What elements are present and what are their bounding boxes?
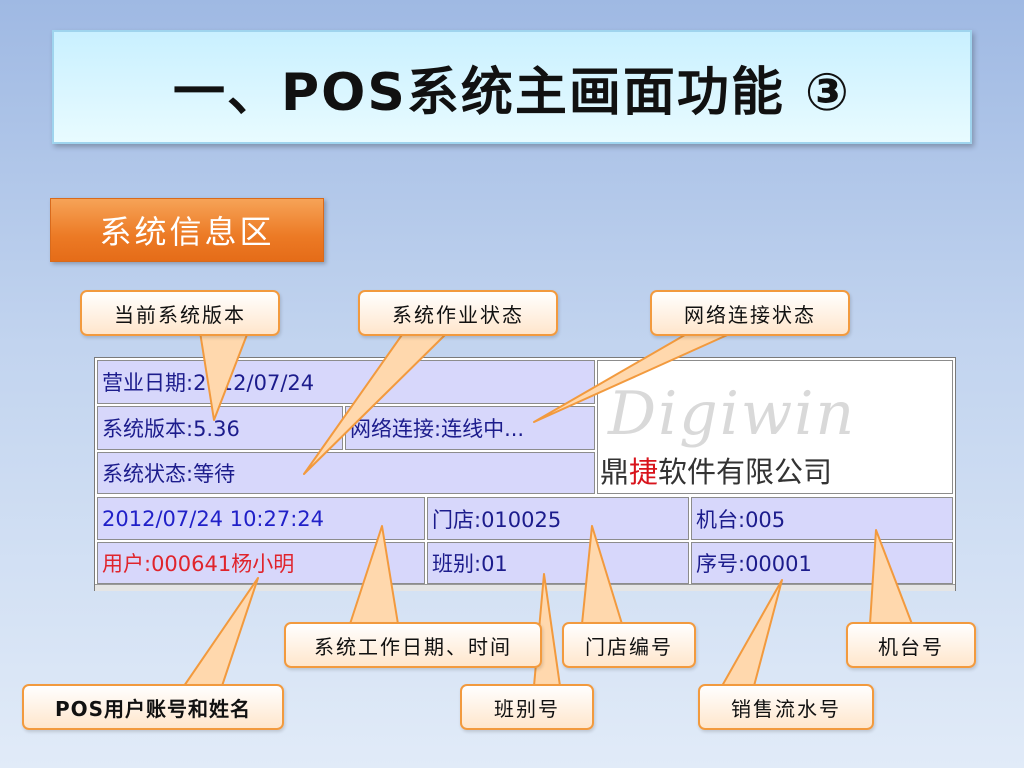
- title-banner: 一、POS系统主画面功能 ③: [52, 30, 972, 144]
- callout-status: 系统作业状态: [358, 290, 558, 336]
- slide-title: 一、POS系统主画面功能 ③: [173, 62, 851, 123]
- user-cell: 用户:000641杨小明: [97, 542, 425, 584]
- version-cell: 系统版本:5.36: [97, 406, 343, 450]
- status-cell: 系统状态:等待: [97, 452, 595, 494]
- section-label-text: 系统信息区: [99, 213, 275, 251]
- callout-terminal: 机台号: [846, 622, 976, 668]
- company-name-suffix: 软件有限公司: [658, 455, 833, 489]
- callout-shift: 班别号: [460, 684, 594, 730]
- company-logo: Digiwin 鼎捷软件有限公司: [597, 360, 953, 494]
- company-name-highlight: 捷: [629, 455, 659, 489]
- callout-network: 网络连接状态: [650, 290, 850, 336]
- callout-version: 当前系统版本: [80, 290, 280, 336]
- callout-store: 门店编号: [562, 622, 696, 668]
- callout-serial: 销售流水号: [698, 684, 874, 730]
- company-name: 鼎捷软件有限公司: [600, 449, 832, 491]
- pos-info-panel: 营业日期:2012/07/24 系统版本:5.36 网络连接:连线中... 系统…: [94, 357, 956, 591]
- callout-user: POS用户账号和姓名: [22, 684, 284, 730]
- pointer-serial: [721, 579, 783, 687]
- company-name-prefix: 鼎: [600, 455, 630, 489]
- section-label: 系统信息区: [50, 198, 324, 262]
- terminal-cell: 机台:005: [691, 497, 953, 540]
- pointer-user: [183, 577, 259, 687]
- panel-scroll-edge: [95, 584, 955, 591]
- network-cell: 网络连接:连线中...: [345, 406, 595, 450]
- logo-script: Digiwin: [608, 379, 857, 449]
- shift-cell: 班别:01: [427, 542, 689, 584]
- store-cell: 门店:010025: [427, 497, 689, 540]
- serial-cell: 序号:00001: [691, 542, 953, 584]
- business-date-cell: 营业日期:2012/07/24: [97, 360, 595, 404]
- callout-datetime: 系统工作日期、时间: [284, 622, 542, 668]
- datetime-cell: 2012/07/24 10:27:24: [97, 497, 425, 540]
